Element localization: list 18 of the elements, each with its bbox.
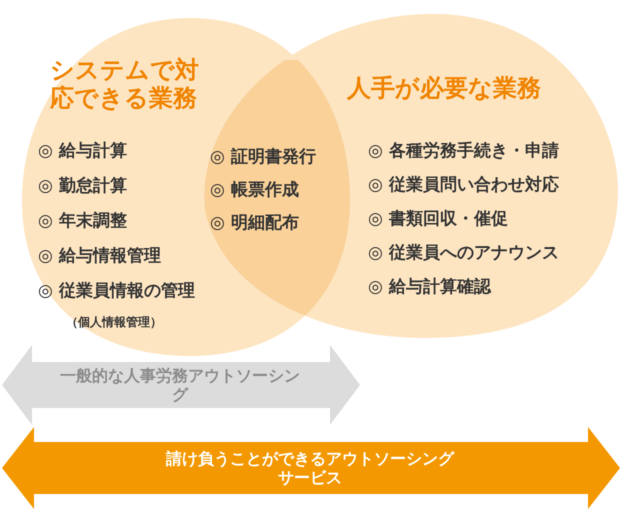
list-item: ◎ 従業員問い合わせ対応 bbox=[368, 174, 559, 196]
list-item: ◎ 書類回収・催促 bbox=[368, 208, 508, 230]
list-item: ◎ 各種労務手続き・申請 bbox=[368, 140, 559, 162]
arrow-label: 請け負うことができるアウトソーシングサービス bbox=[164, 449, 456, 487]
list-item: ◎ 給与計算確認 bbox=[368, 276, 491, 298]
list-item: ◎ 年末調整 bbox=[38, 210, 127, 232]
heading: システムで対応できる業務 bbox=[50, 56, 200, 112]
list-item: ◎ 従業員情報の管理 bbox=[38, 280, 195, 302]
list-item: ◎ 明細配布 bbox=[210, 212, 299, 234]
list-item: ◎ 給与情報管理 bbox=[38, 245, 161, 267]
list-item: ◎ 給与計算 bbox=[38, 140, 127, 162]
list-item: ◎ 勤怠計算 bbox=[38, 175, 127, 197]
note-text: （個人情報管理） bbox=[66, 314, 162, 330]
list-item: ◎ 帳票作成 bbox=[210, 179, 299, 201]
list-item: ◎ 従業員へのアナウンス bbox=[368, 242, 559, 264]
heading: 人手が必要な業務 bbox=[347, 74, 542, 102]
list-item: ◎ 証明書発行 bbox=[210, 146, 316, 168]
arrow-label: 一般的な人事労務アウトソーシング bbox=[60, 366, 300, 404]
